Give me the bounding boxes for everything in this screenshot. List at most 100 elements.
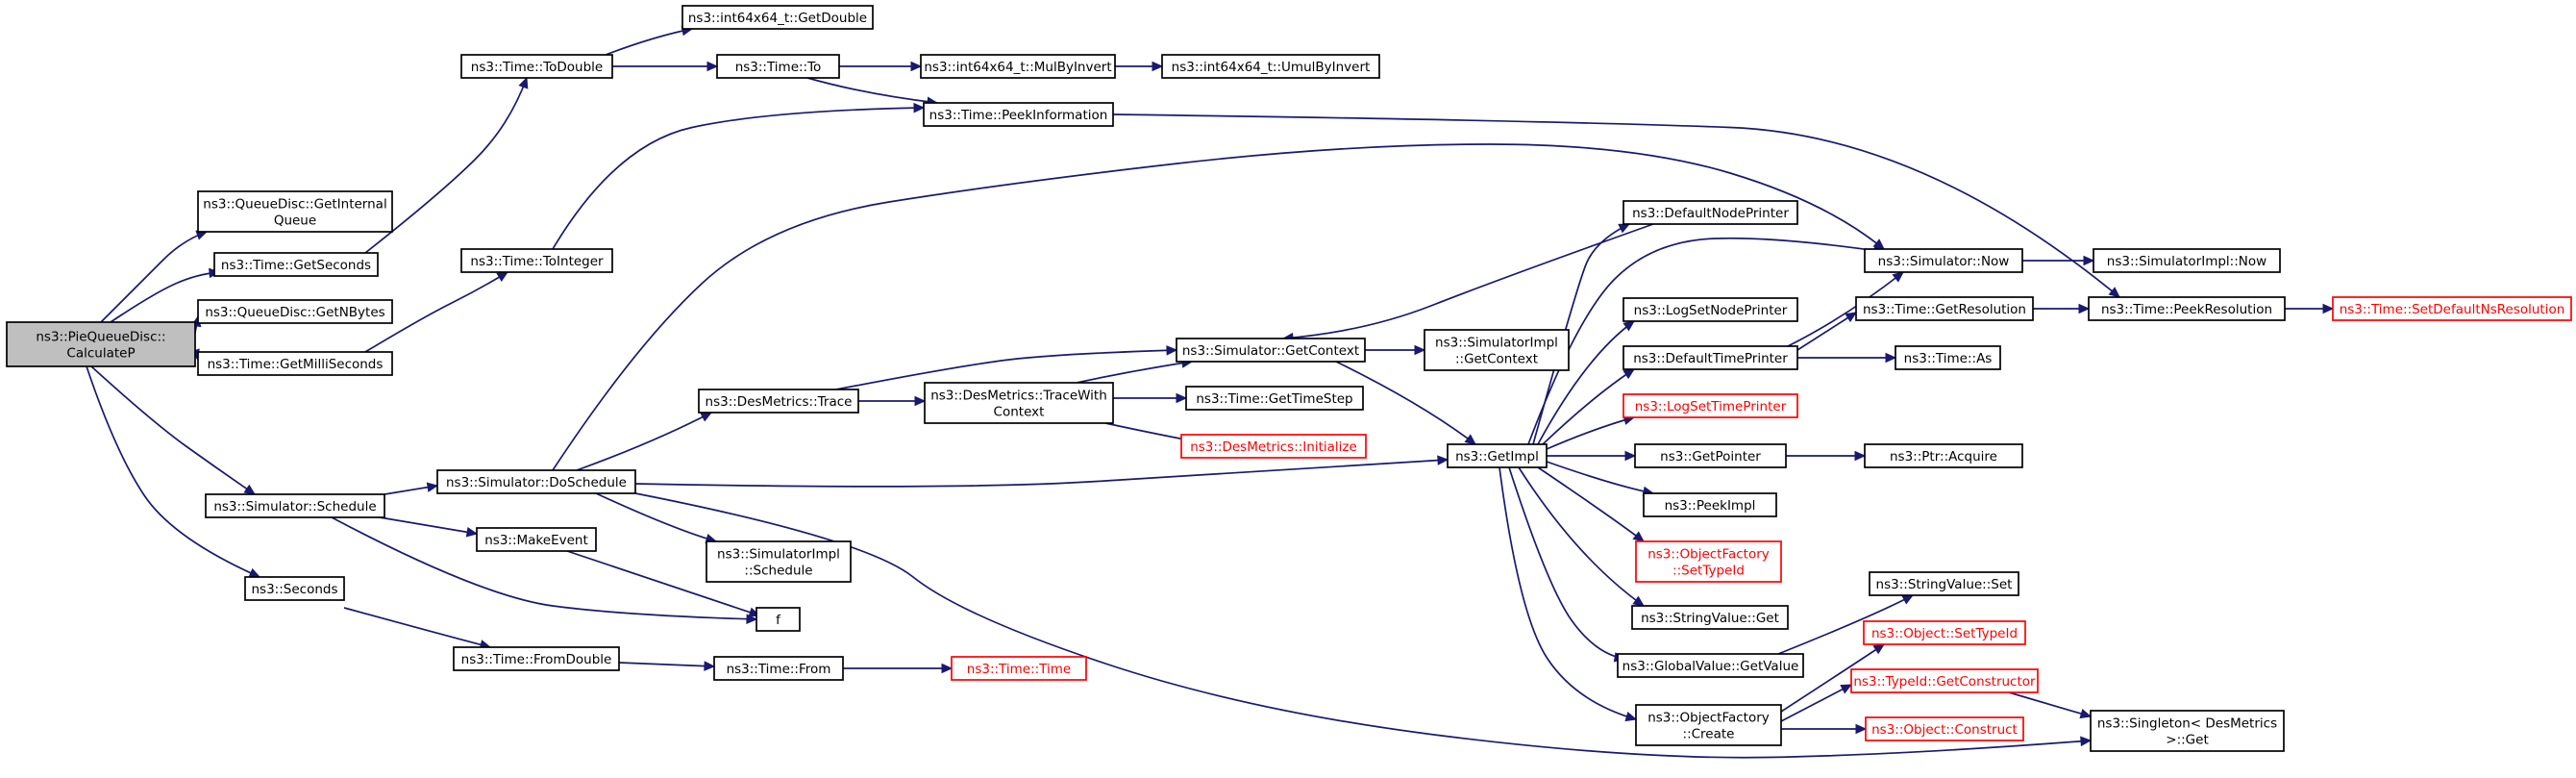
node-box [1161,54,1380,79]
node-seconds[interactable]: ns3::Seconds [244,576,345,601]
node-sv-set[interactable]: ns3::StringValue::Set [1869,571,2019,596]
node-default-node-printer[interactable]: ns3::DefaultNodePrinter [1622,200,1798,225]
node-peek-info[interactable]: ns3::Time::PeekInformation [923,102,1114,127]
call-edge [364,76,529,254]
call-edge [1787,271,1904,347]
node-i64-get-double[interactable]: ns3::int64x64_t::GetDouble [681,5,874,30]
node-label: ns3::GetPointer [1660,449,1761,464]
edge-line [835,349,1177,390]
call-edge [384,482,439,495]
node-box [2088,296,2286,321]
call-edge [1115,61,1164,72]
node-label: ns3::DesMetrics::TraceWith [930,389,1107,404]
node-label: ns3::Time::FromDouble [461,652,612,667]
node-label: ns3::Time::From [727,662,831,677]
node-si-get-context[interactable]: ns3::SimulatorImpl::GetContext [1424,329,1570,371]
node-get-pointer[interactable]: ns3::GetPointer [1634,443,1787,468]
node-si-now[interactable]: ns3::SimulatorImpl::Now [2093,248,2281,273]
call-edge [1281,223,1654,343]
node-label: ::GetContext [1455,352,1538,367]
node-get-time-step[interactable]: ns3::Time::GetTimeStep [1185,386,1364,411]
node-singleton-get[interactable]: ns3::Singleton< DesMetrics>::Get [2090,710,2285,752]
node-obj-construct[interactable]: ns3::Object::Construct [1865,716,2024,741]
node-box [1622,345,1798,370]
call-edge [595,492,718,544]
node-make-event[interactable]: ns3::MakeEvent [476,527,597,552]
call-edge [2033,303,2091,314]
node-label: ns3::DefaultTimePrinter [1633,351,1788,366]
node-log-set-time-printer[interactable]: ns3::LogSetTimePrinter [1622,393,1798,418]
node-time-as[interactable]: ns3::Time::As [1895,345,2001,370]
node-time-time[interactable]: ns3::Time::Time [951,656,1087,681]
edge-line [618,662,715,667]
node-dm-init[interactable]: ns3::DesMetrics::Initialize [1180,434,1367,459]
node-box [1869,571,2019,596]
node-peek-resolution[interactable]: ns3::Time::PeekResolution [2088,296,2286,321]
node-box [1185,386,1364,411]
node-get-resolution[interactable]: ns3::Time::GetResolution [1855,296,2034,321]
node-si-schedule[interactable]: ns3::SimulatorImpl::Schedule [706,540,852,583]
node-schedule[interactable]: ns3::Simulator::Schedule [205,493,385,518]
node-box [205,493,385,518]
node-sv-get[interactable]: ns3::StringValue::Get [1631,605,1789,630]
node-ptr-acquire[interactable]: ns3::Ptr::Acquire [1864,443,2023,468]
node-of-create[interactable]: ns3::ObjectFactory::Create [1635,704,1782,746]
call-edge [86,365,261,578]
node-gv-get-value[interactable]: ns3::GlobalValue::GetValue [1617,653,1804,678]
edge-arrowhead [1437,455,1449,465]
node-mul-by-invert[interactable]: ns3::int64x64_t::MulByInvert [920,54,1116,79]
node-get-impl[interactable]: ns3::GetImpl [1447,443,1548,468]
edge-arrowhead [2080,736,2093,747]
call-edge [1335,361,1476,445]
edge-arrowhead [2108,287,2120,298]
node-box [197,190,393,233]
edge-line [605,28,693,56]
node-obj-set-type-id[interactable]: ns3::Object::SetTypeId [1863,620,2026,645]
node-box [1865,716,2024,741]
call-edge [343,607,492,650]
node-time-to[interactable]: ns3::Time::To [716,54,840,79]
node-set-default-ns[interactable]: ns3::Time::SetDefaultNsResolution [2332,296,2572,321]
call-edge [839,61,923,72]
call-edge [576,412,713,471]
edge-line [1780,684,1852,722]
node-log-set-node-printer[interactable]: ns3::LogSetNodePrinter [1622,297,1798,322]
node-umul-by-invert[interactable]: ns3::int64x64_t::UmulByInvert [1161,54,1380,79]
node-peek-impl[interactable]: ns3::PeekImpl [1643,492,1777,517]
node-box [1617,653,1804,678]
node-time-from[interactable]: ns3::Time::From [713,656,844,681]
call-graph-nodes: ns3::PieQueueDisc::CalculatePns3::QueueD… [6,5,2572,752]
node-get-seconds[interactable]: ns3::Time::GetSeconds [213,252,379,277]
call-edge [552,102,926,250]
node-get-milli[interactable]: ns3::Time::GetMilliSeconds [197,351,393,376]
node-box [951,656,1087,681]
edge-line [1076,361,1193,384]
node-box [453,646,620,671]
node-box [1424,329,1570,371]
node-sim-now[interactable]: ns3::Simulator::Now [1864,248,2023,273]
call-edge [858,395,927,407]
node-box [923,102,1114,127]
node-get-constructor[interactable]: ns3::TypeId::GetConstructor [1850,668,2039,693]
edge-line [110,271,220,323]
node-default-time-printer[interactable]: ns3::DefaultTimePrinter [1622,345,1798,370]
edge-line [379,516,478,535]
node-f[interactable]: f [755,607,801,632]
node-from-double[interactable]: ns3::Time::FromDouble [453,646,620,671]
node-label: ns3::Time::ToInteger [470,254,604,269]
node-dm-trace[interactable]: ns3::DesMetrics::Trace [698,389,859,414]
node-to-double[interactable]: ns3::Time::ToDouble [460,54,613,79]
node-do-schedule[interactable]: ns3::Simulator::DoSchedule [436,469,636,494]
edge-arrowhead [2322,303,2335,314]
node-get-n-bytes[interactable]: ns3::QueueDisc::GetNBytes [197,299,393,324]
call-edge [1547,450,1637,462]
edge-arrowhead [1632,595,1645,607]
edge-line [1546,416,1635,450]
node-calc[interactable]: ns3::PieQueueDisc::CalculateP [6,321,196,367]
node-to-integer[interactable]: ns3::Time::ToInteger [460,248,613,273]
node-label: ns3::Time::SetDefaultNsResolution [2340,302,2565,317]
node-of-set-type-id[interactable]: ns3::ObjectFactory::SetTypeId [1635,540,1782,583]
node-get-context[interactable]: ns3::Simulator::GetContext [1176,338,1366,363]
